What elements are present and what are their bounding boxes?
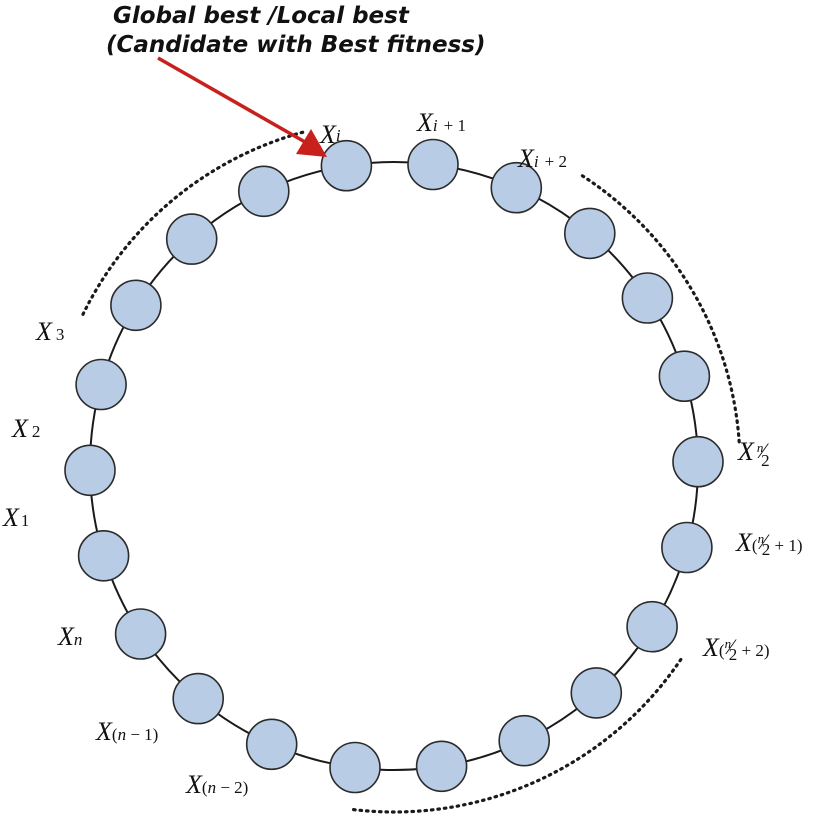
ring-node <box>245 718 298 771</box>
heading-line-1: Global best /Local best <box>113 3 410 29</box>
label-x-n-minus-1: X(n − 1) <box>95 717 158 746</box>
ring-node <box>626 600 678 653</box>
ring-node <box>329 741 381 794</box>
label-x-n-minus-2: X(n − 2) <box>185 770 248 799</box>
heading-line-2: (Candidate with Best fitness) <box>106 32 486 58</box>
ring-node <box>563 207 616 260</box>
arrow-shaft <box>157 56 306 144</box>
ring-node <box>570 667 623 719</box>
arrow-head <box>296 129 327 157</box>
ring-node <box>172 672 224 725</box>
ring-node <box>498 714 551 767</box>
dotted-arcs <box>81 130 741 814</box>
ring-node <box>658 350 711 403</box>
ring-node <box>407 138 459 191</box>
label-x-n-over-2-plus-2: X(n⁄2 + 2) <box>702 633 770 664</box>
label-x-n-over-2-plus-1: X(n⁄2 + 1) <box>735 528 803 559</box>
dotted-arc-lower-right <box>350 657 683 814</box>
ring-node <box>320 139 373 192</box>
node-group <box>64 138 724 794</box>
ring-node <box>165 213 218 265</box>
ring-node <box>237 165 290 218</box>
ring-node <box>75 358 127 411</box>
ring-node <box>77 529 130 582</box>
ring-node <box>490 161 543 214</box>
ring-node <box>110 279 162 332</box>
global-best-arrow <box>157 56 327 157</box>
ring-node <box>64 444 116 497</box>
ring-node <box>661 521 713 574</box>
ring-node <box>114 608 167 660</box>
dotted-arc-upper-left <box>81 130 306 316</box>
ring-node <box>672 435 724 488</box>
label-xi-plus-2: Xi+ 2 <box>517 144 567 173</box>
label-xn: Xn <box>57 622 82 651</box>
label-xi-plus-1: Xi+ 1 <box>416 108 466 137</box>
ring-node <box>621 272 674 324</box>
label-xi: Xi <box>319 120 341 149</box>
ring-node <box>415 740 468 793</box>
